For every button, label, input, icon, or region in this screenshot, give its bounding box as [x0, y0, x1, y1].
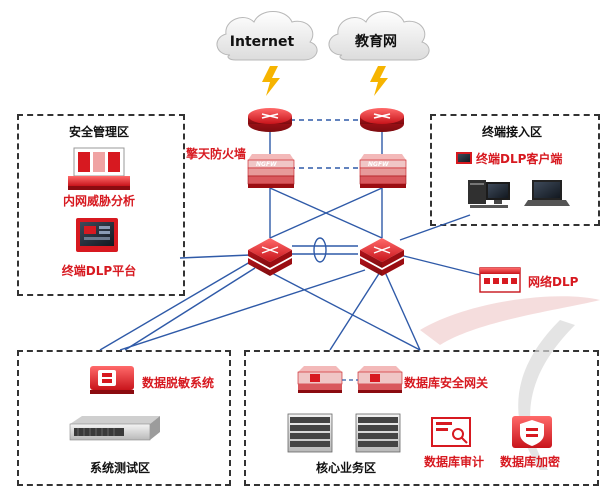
router-icon — [360, 108, 404, 132]
network-dlp-label: 网络DLP — [528, 274, 579, 289]
threat-analysis-icon — [68, 147, 130, 190]
zone-test — [17, 350, 231, 486]
router-icon — [248, 108, 292, 132]
cloud-icon — [328, 11, 430, 61]
data-masking-icon — [90, 366, 134, 394]
zone-security-mgmt — [17, 114, 185, 296]
dlp-client-icon — [456, 152, 472, 164]
core-switch-icon — [248, 238, 292, 276]
zone-core — [244, 350, 599, 486]
db-audit-icon — [431, 417, 471, 447]
ngfw-firewall-icon — [359, 154, 407, 188]
zone-core-title: 核心业务区 — [316, 460, 376, 475]
decorative-brush-stroke-grey — [518, 320, 575, 470]
db-gateway-label: 数据库安全网关 — [404, 375, 488, 390]
lightning-icon — [262, 66, 280, 96]
cloud-internet-label: Internet — [230, 34, 295, 50]
decorative-brush-stroke — [420, 296, 600, 345]
zone-terminal-access-title: 终端接入区 — [482, 124, 542, 139]
network-dlp-icon — [479, 267, 521, 293]
shield-icon — [512, 416, 552, 448]
laptop-icon — [524, 180, 570, 206]
db-encryption-label: 数据库加密 — [500, 454, 560, 469]
dlp-platform-label: 终端DLP平台 — [62, 263, 136, 278]
rack-server-icon — [69, 416, 160, 441]
cloud-icon — [216, 11, 318, 61]
firewall-label: 擎天防火墙 — [186, 146, 246, 161]
dlp-client-label: 终端DLP客户端 — [476, 151, 562, 166]
zone-security-mgmt-title: 安全管理区 — [69, 124, 129, 139]
rack-server-icon — [355, 413, 401, 453]
core-switch-icon — [360, 238, 404, 276]
zone-terminal-access — [430, 114, 600, 226]
lightning-icon — [370, 66, 388, 96]
desktop-computer-icon — [468, 180, 510, 208]
db-audit-label: 数据库审计 — [424, 454, 484, 469]
dlp-platform-icon — [76, 218, 118, 252]
ngfw-firewall-icon — [247, 154, 295, 188]
ngfw-badge: NGFW — [256, 161, 277, 168]
db-gateway-icon — [297, 366, 343, 393]
db-gateway-icon — [357, 366, 403, 393]
threat-analysis-label: 内网威胁分析 — [63, 193, 135, 208]
rack-server-icon — [287, 413, 333, 453]
data-masking-label: 数据脱敏系统 — [142, 375, 214, 390]
cloud-edu-label: 教育网 — [355, 33, 397, 50]
zone-test-title: 系统测试区 — [90, 460, 150, 475]
network-links — [99, 119, 481, 351]
ngfw-badge: NGFW — [368, 161, 389, 168]
